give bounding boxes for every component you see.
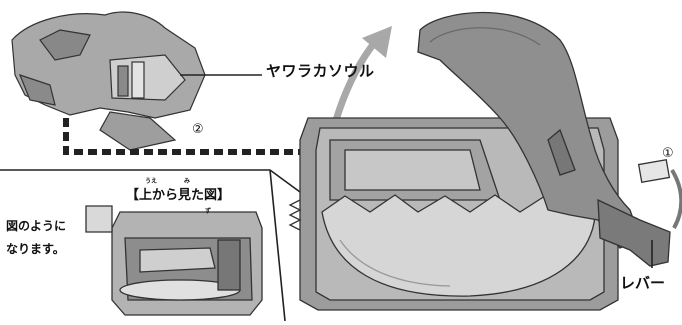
note-line-2: なります。 [6,242,65,256]
ruby-mi: み [184,178,191,185]
ruby-zu: ず [205,208,212,215]
top-view-box [0,169,301,322]
step-2-marker: ② [192,122,204,137]
egg-lid [417,11,641,249]
top-view-title: 【上から見た図】 [126,188,231,203]
egg-shell [321,194,597,297]
note-line-1: 図のように [6,219,67,233]
part-name-label: ヤワラカソウル [266,62,375,80]
lever-arrow [670,168,682,229]
soft-soul-part [11,11,206,151]
lever-label: レバー [620,274,666,292]
top-view-diagram [85,205,263,316]
step-1-marker: ① [662,146,674,161]
ruby-ue: うえ [145,178,158,185]
